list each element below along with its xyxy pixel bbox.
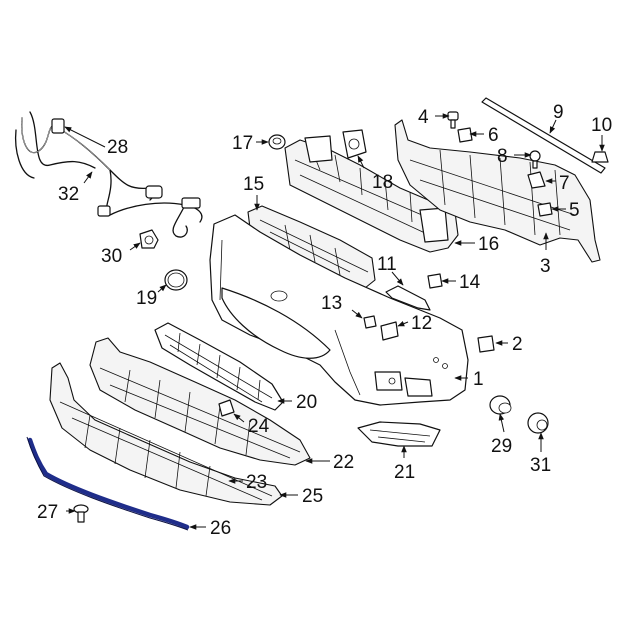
callout-20: 20 bbox=[296, 392, 317, 413]
clip-14 bbox=[427, 273, 443, 289]
callout-28: 28 bbox=[107, 137, 128, 158]
clip-12 bbox=[380, 321, 399, 341]
callout-31: 31 bbox=[530, 455, 551, 476]
clip-10 bbox=[591, 151, 609, 163]
callout-6: 6 bbox=[488, 125, 499, 146]
callout-26: 26 bbox=[210, 518, 231, 539]
wiring-harness bbox=[14, 111, 203, 238]
sensor-ring-31 bbox=[527, 412, 549, 434]
callout-1: 1 bbox=[473, 369, 484, 390]
callout-16: 16 bbox=[478, 234, 499, 255]
bumper-cover-1 bbox=[209, 214, 469, 406]
sensor-bracket-30 bbox=[139, 229, 159, 249]
sensor-ring-19 bbox=[164, 269, 188, 291]
callout-7: 7 bbox=[559, 173, 570, 194]
callout-27: 27 bbox=[37, 502, 58, 523]
grille-20 bbox=[154, 322, 284, 411]
callout-24: 24 bbox=[248, 416, 270, 437]
deflector-3 bbox=[394, 119, 601, 263]
clip-6 bbox=[457, 127, 473, 143]
reinforcement-bar-16 bbox=[284, 135, 459, 253]
callout-10: 10 bbox=[591, 115, 612, 136]
callout-23: 23 bbox=[246, 472, 267, 493]
callout-17: 17 bbox=[232, 133, 253, 154]
callout-2: 2 bbox=[512, 334, 523, 355]
bracket-18 bbox=[342, 129, 367, 159]
bracket-11 bbox=[385, 285, 431, 311]
fastener-4 bbox=[447, 111, 459, 129]
callout-21: 21 bbox=[394, 462, 415, 483]
callout-13: 13 bbox=[321, 293, 342, 314]
screw-27 bbox=[73, 504, 89, 523]
strip-9 bbox=[481, 97, 606, 174]
callout-labels: 1 2 3 4 5 6 7 8 9 10 11 12 13 14 15 16 1… bbox=[37, 102, 612, 539]
callout-4: 4 bbox=[418, 107, 429, 128]
callout-30: 30 bbox=[101, 246, 122, 267]
callout-15: 15 bbox=[243, 174, 264, 195]
callout-22: 22 bbox=[333, 452, 354, 473]
callout-3: 3 bbox=[540, 256, 551, 277]
callout-29: 29 bbox=[491, 436, 512, 457]
callout-14: 14 bbox=[459, 272, 481, 293]
lower-strip-26[interactable] bbox=[26, 436, 190, 531]
lower-valance-25 bbox=[49, 362, 283, 506]
clip-24 bbox=[218, 399, 235, 417]
leader-lines bbox=[64, 113, 605, 530]
callout-5: 5 bbox=[569, 200, 580, 221]
callout-19: 19 bbox=[136, 288, 157, 309]
lower-shield-22 bbox=[89, 337, 311, 466]
fastener-5 bbox=[537, 202, 553, 217]
callout-8: 8 bbox=[497, 146, 508, 167]
callout-11: 11 bbox=[377, 254, 397, 275]
grille-insert-21 bbox=[357, 421, 441, 447]
sensor-29 bbox=[489, 395, 512, 415]
clip-17 bbox=[268, 134, 286, 150]
callout-12: 12 bbox=[411, 313, 432, 334]
clip-13 bbox=[363, 315, 377, 329]
callout-25: 25 bbox=[302, 486, 323, 507]
callout-18: 18 bbox=[372, 172, 393, 193]
clip-7 bbox=[527, 171, 546, 189]
callout-9: 9 bbox=[553, 102, 564, 123]
callout-32: 32 bbox=[58, 184, 79, 205]
clip-2 bbox=[477, 335, 495, 353]
